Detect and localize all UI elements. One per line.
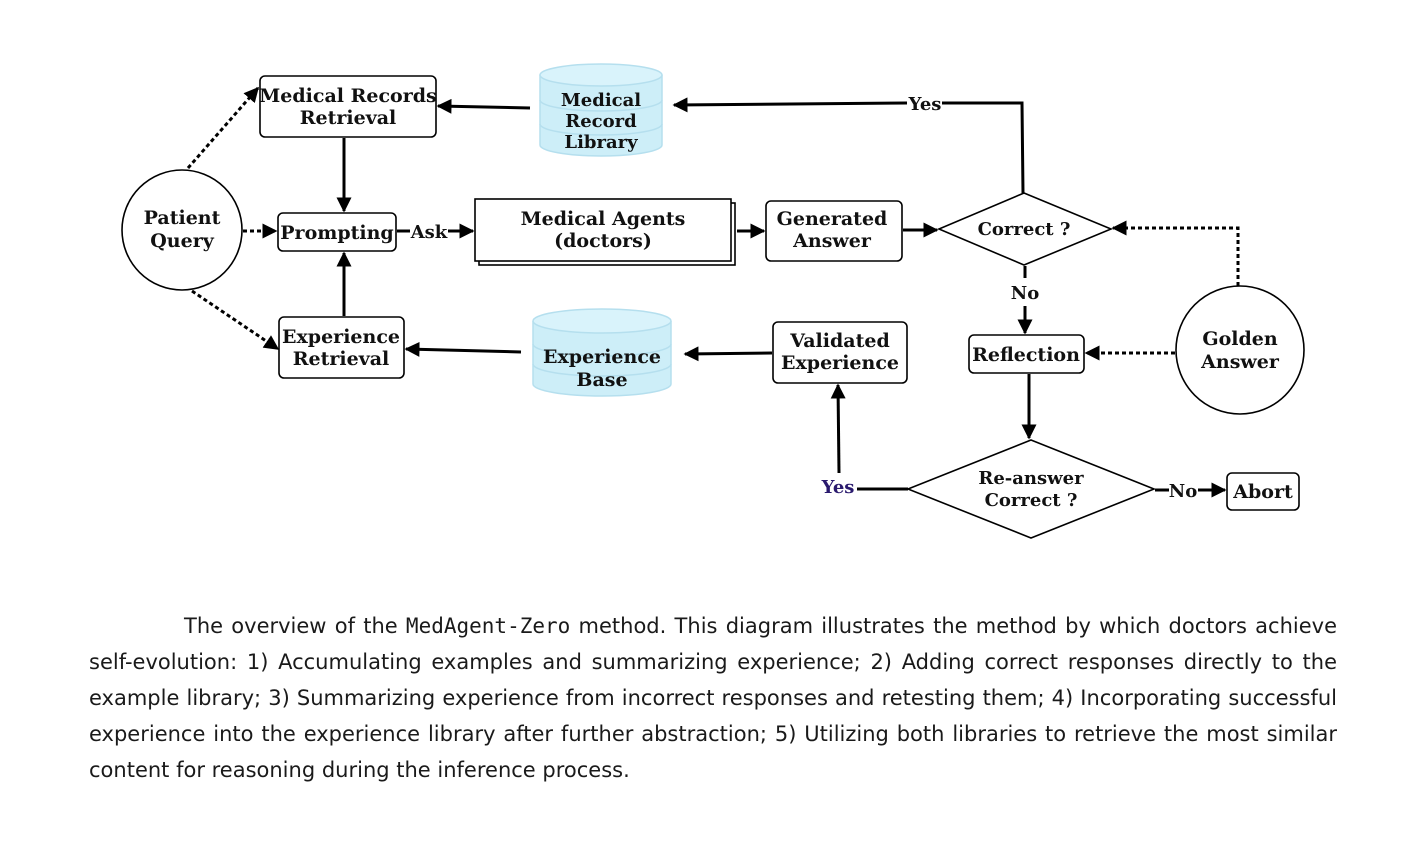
edge-label-yes-bottom: Yes	[821, 477, 855, 498]
experience-retrieval-node: Experience Retrieval	[278, 316, 405, 379]
validated-experience-label-2: Experience	[781, 352, 899, 374]
experience-base-database: Experience Base	[532, 308, 672, 397]
patient-query-node: Patient Query	[121, 169, 243, 291]
edge-validated-to-base	[683, 346, 773, 362]
generated-answer-node: Generated Answer	[765, 200, 903, 262]
generated-answer-label-1: Generated	[777, 208, 888, 230]
figure-caption: The overview of the MedAgent-Zero method…	[89, 608, 1337, 788]
validated-experience-node: Validated Experience	[772, 321, 908, 384]
medical-record-library-label-2: Record	[565, 111, 637, 132]
medical-record-library-label-1: Medical	[561, 90, 641, 111]
patient-query-label-1: Patient	[144, 207, 221, 229]
generated-answer-label-2: Answer	[792, 230, 872, 252]
edge-base-to-retrieval	[404, 341, 522, 357]
caption-method-name: MedAgent-Zero	[405, 614, 571, 638]
correct-decision-label: Correct ?	[978, 219, 1071, 240]
method-overview-diagram: Medical Record Library Experience Base M…	[121, 63, 1305, 539]
edge-golden-to-correct	[1111, 220, 1240, 286]
edge-label-no-mid: No	[1011, 283, 1039, 304]
golden-answer-node: Golden Answer	[1175, 285, 1305, 415]
medical-records-retrieval-node: Medical Records Retrieval	[259, 75, 437, 138]
validated-experience-label-1: Validated	[789, 330, 890, 352]
edge-label-no-bottom: No	[1169, 481, 1197, 502]
correct-decision-node: Correct ?	[936, 192, 1114, 266]
experience-base-label-1: Experience	[543, 346, 661, 368]
medical-agents-label-1: Medical Agents	[521, 208, 686, 230]
prompting-node: Prompting	[277, 212, 397, 252]
abort-label: Abort	[1232, 481, 1293, 503]
patient-query-label-2: Query	[150, 230, 214, 252]
edge-correct-to-yes	[942, 101, 1025, 194]
golden-answer-label-2: Answer	[1200, 351, 1280, 373]
edge-yes-to-validated	[830, 383, 846, 474]
edge-query-to-records	[186, 86, 260, 169]
edge-label-yes-top: Yes	[908, 94, 942, 115]
reanswer-decision-node: Re-answer Correct ?	[905, 439, 1157, 539]
experience-retrieval-label-2: Retrieval	[293, 348, 390, 370]
prompting-label: Prompting	[280, 222, 393, 244]
edge-query-to-experience	[191, 289, 280, 351]
medical-record-library-label-3: Library	[564, 132, 638, 153]
golden-answer-label-1: Golden	[1202, 328, 1277, 350]
medical-records-retrieval-label-1: Medical Records	[259, 85, 436, 107]
experience-base-label-2: Base	[576, 369, 627, 391]
medical-agents-label-2: (doctors)	[554, 230, 652, 252]
reanswer-decision-label-1: Re-answer	[978, 468, 1084, 489]
edge-label-ask: Ask	[410, 222, 448, 243]
medical-agents-node: Medical Agents (doctors)	[474, 198, 736, 266]
reanswer-decision-label-2: Correct ?	[985, 490, 1078, 511]
abort-node: Abort	[1226, 472, 1300, 511]
edge-library-to-records	[436, 98, 531, 114]
edge-yes-to-library	[672, 97, 908, 113]
medical-record-library-database: Medical Record Library	[539, 63, 663, 157]
medical-records-retrieval-label-2: Retrieval	[300, 107, 397, 129]
reflection-node: Reflection	[968, 334, 1085, 374]
caption-before: The overview of the	[184, 614, 406, 638]
experience-retrieval-label-1: Experience	[282, 326, 400, 348]
caption-after: method. This diagram illustrates the met…	[89, 614, 1337, 782]
reflection-label: Reflection	[972, 344, 1080, 366]
